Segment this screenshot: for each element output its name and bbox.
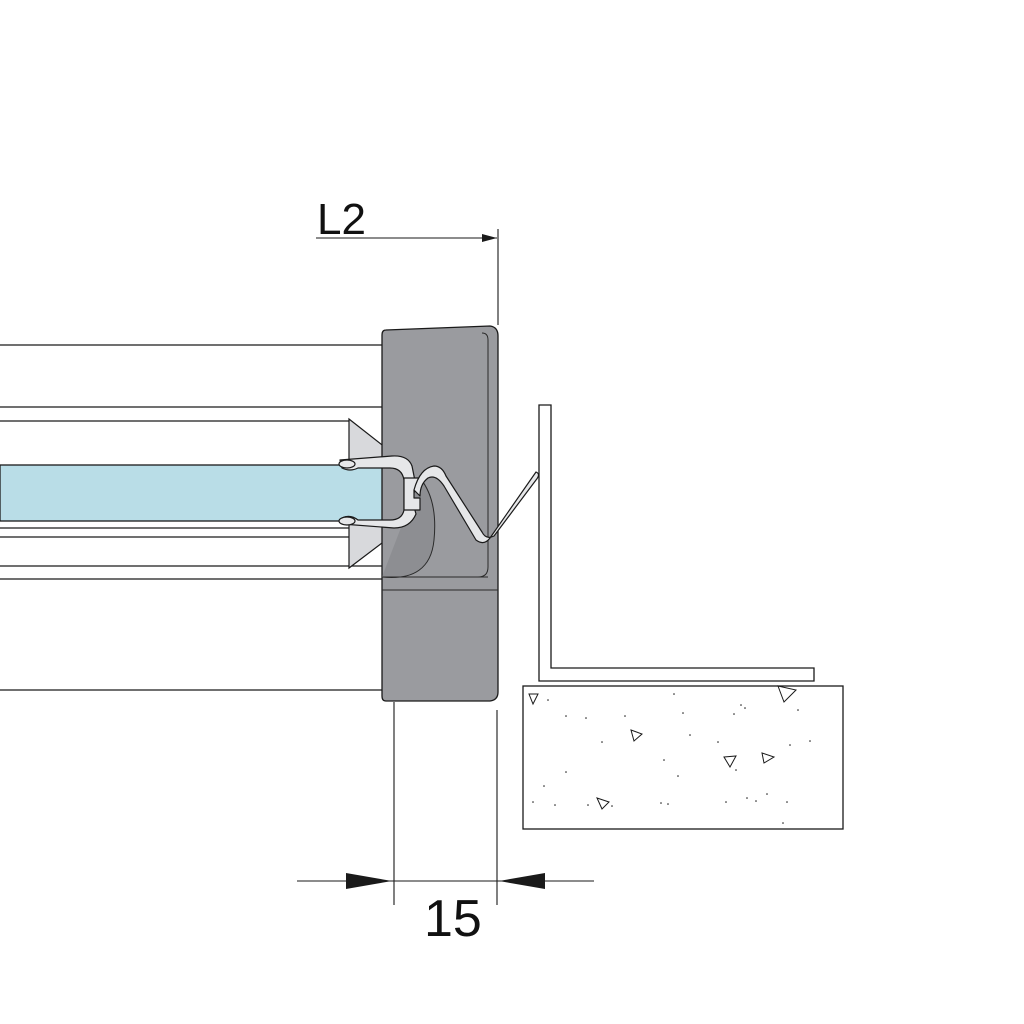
end-cap [381,325,499,702]
dimension-label-l2: L2 [317,195,366,244]
concrete-slab [522,685,844,830]
dimension-15 [297,702,594,905]
dimension-l2 [316,229,499,325]
dimension-label-15: 15 [424,890,482,948]
glass-pane [0,464,393,522]
wall-angle-bracket [538,404,815,682]
rail-profile [0,344,384,691]
